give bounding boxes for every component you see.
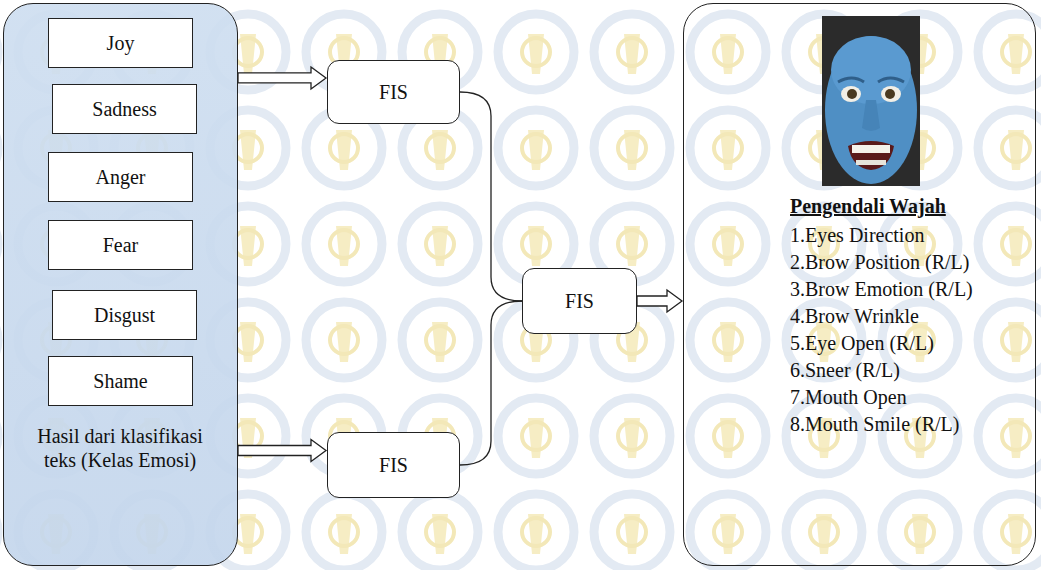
connector bbox=[460, 301, 522, 465]
emotion-box: Sadness bbox=[52, 84, 197, 134]
connector bbox=[637, 290, 682, 312]
fis-box: FIS bbox=[522, 268, 637, 334]
emotion-class-panel: Hasil dari klasifikasi teks (Kelas Emosi… bbox=[3, 3, 238, 566]
node-label: Sadness bbox=[92, 97, 156, 121]
fis-box: FIS bbox=[327, 432, 460, 498]
control-item: 6.Sneer (R/L) bbox=[790, 358, 973, 382]
control-item: 4.Brow Wrinkle bbox=[790, 304, 973, 328]
control-item: 7.Mouth Open bbox=[790, 385, 973, 409]
control-list: Pengendali Wajah 1.Eyes Direction 2.Brow P… bbox=[790, 194, 973, 436]
control-item: 1.Eyes Direction bbox=[790, 223, 973, 247]
node-label: Fear bbox=[103, 233, 139, 257]
control-item: 5.Eye Open (R/L) bbox=[790, 331, 973, 355]
panel-caption: Hasil dari klasifikasi teks (Kelas Emosi… bbox=[35, 424, 205, 472]
node-label: FIS bbox=[379, 80, 408, 104]
control-item: 8.Mouth Smile (R/L) bbox=[790, 412, 973, 436]
emotion-box: Anger bbox=[48, 152, 193, 202]
node-label: Shame bbox=[93, 369, 147, 393]
emotion-box: Disgust bbox=[52, 290, 197, 340]
control-item: 3.Brow Emotion (R/L) bbox=[790, 277, 973, 301]
face-controller-panel: Pengendali Wajah 1.Eyes Direction 2.Brow P… bbox=[683, 3, 1036, 566]
emotion-box: Fear bbox=[48, 220, 193, 270]
emotion-box: Joy bbox=[48, 18, 193, 68]
node-label: Anger bbox=[96, 165, 146, 189]
control-item: 2.Brow Position (R/L) bbox=[790, 250, 973, 274]
connector bbox=[460, 92, 522, 301]
panel-heading: Pengendali Wajah bbox=[790, 194, 973, 218]
node-label: FIS bbox=[565, 289, 594, 313]
node-label: Joy bbox=[107, 31, 135, 55]
node-label: FIS bbox=[379, 453, 408, 477]
connector bbox=[238, 439, 326, 461]
fis-box: FIS bbox=[327, 60, 460, 124]
node-label: Disgust bbox=[94, 303, 155, 327]
connector bbox=[238, 67, 326, 89]
emotion-box: Shame bbox=[48, 356, 193, 406]
